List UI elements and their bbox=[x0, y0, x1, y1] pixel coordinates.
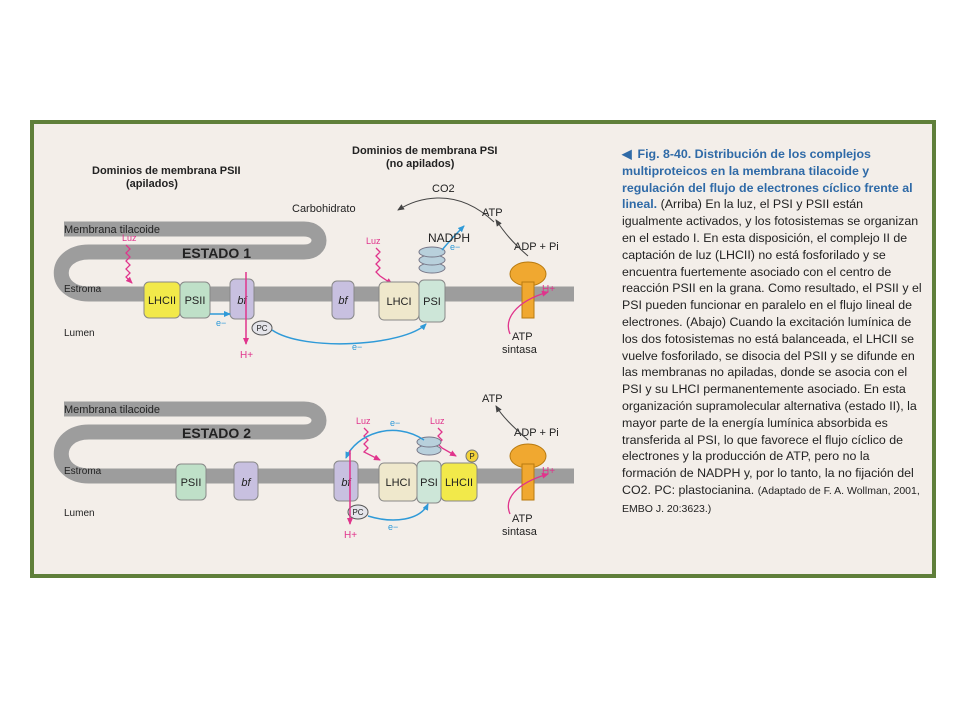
state-1-panel: Dominios de membrana PSII (apilados) Dom… bbox=[53, 145, 574, 361]
atp-sintasa-label: ATP bbox=[512, 331, 533, 343]
thylakoid-diagram: Dominios de membrana PSII (apilados) Dom… bbox=[53, 145, 574, 541]
psii-domains-sub: (apilados) bbox=[126, 178, 178, 190]
psii-complex bbox=[179, 281, 211, 319]
psi-domains-title: Dominios de membrana PSI bbox=[352, 145, 497, 157]
pc-label: PC bbox=[256, 324, 267, 333]
caption-arrow-icon: ◀ bbox=[622, 147, 632, 161]
thylakoid-membrane bbox=[53, 221, 574, 302]
atp-label: ATP bbox=[482, 393, 503, 405]
pc-label: PC bbox=[352, 508, 363, 517]
stroma-label: Estroma bbox=[64, 284, 102, 295]
light-arrow bbox=[375, 247, 393, 285]
lhci-label: LHCI bbox=[385, 477, 410, 489]
lhcii-label: LHCII bbox=[148, 295, 176, 307]
plastocyanin bbox=[251, 320, 273, 336]
light-arrow bbox=[437, 427, 457, 457]
atp-label: ATP bbox=[482, 207, 503, 219]
figure-frame: Dominios de membrana PSII (apilados) Dom… bbox=[30, 120, 936, 578]
proton-label: H+ bbox=[240, 350, 253, 361]
phosphate-label: P bbox=[469, 452, 474, 461]
psi-complex bbox=[418, 279, 446, 323]
light-arrow bbox=[362, 427, 381, 461]
lumen-label: Lumen bbox=[64, 508, 95, 519]
luz-label: Luz bbox=[430, 416, 445, 426]
psi-label: PSI bbox=[423, 296, 441, 308]
plastocyanin bbox=[347, 504, 369, 520]
phosphate-tag bbox=[465, 449, 479, 463]
adp-label: ADP + Pi bbox=[514, 241, 559, 253]
state-title: ESTADO 2 bbox=[182, 425, 251, 441]
electron-arrow bbox=[367, 503, 429, 521]
proton-label: H+ bbox=[542, 466, 555, 477]
electron-arrow bbox=[271, 323, 427, 345]
luz-label: Luz bbox=[366, 236, 381, 246]
electron-arrow bbox=[345, 429, 425, 459]
psii-domains-title: Dominios de membrana PSII bbox=[92, 165, 241, 177]
nadph-label: NADPH bbox=[428, 231, 470, 245]
psi-domains-sub: (no apilados) bbox=[386, 158, 455, 170]
state-title: ESTADO 1 bbox=[182, 245, 251, 261]
figure-caption: ◀Fig. 8-40. Distribución de los complejo… bbox=[622, 146, 922, 518]
carbohidrato-label: Carbohidrato bbox=[292, 203, 356, 215]
electron-arrow bbox=[441, 225, 465, 251]
membrane-label: Membrana tilacoide bbox=[64, 224, 160, 236]
electron-label: e− bbox=[390, 418, 400, 428]
electron-label: e− bbox=[388, 522, 398, 532]
calvin-arrow bbox=[397, 197, 495, 223]
lhci-label: LHCI bbox=[386, 296, 411, 308]
lumen-label: Lumen bbox=[64, 328, 95, 339]
luz-label: Luz bbox=[122, 233, 137, 243]
state-2-panel: Membrana tilacoide ESTADO 2 Estroma Lume… bbox=[53, 393, 574, 541]
luz-label: Luz bbox=[356, 416, 371, 426]
atp-sintasa-label: ATP bbox=[512, 513, 533, 525]
psii-complex bbox=[175, 463, 207, 501]
lhcii-complex bbox=[440, 462, 478, 502]
electron-label: e− bbox=[216, 318, 226, 328]
membrane-label: Membrana tilacoide bbox=[64, 404, 160, 416]
atp-sintasa-label: sintasa bbox=[502, 526, 538, 538]
thylakoid-membrane bbox=[53, 401, 574, 484]
co2-label: CO2 bbox=[432, 183, 455, 195]
bf-complex bbox=[233, 461, 259, 501]
atp-synthase bbox=[509, 443, 547, 501]
proton-arrow bbox=[507, 472, 549, 515]
bf-complex bbox=[331, 280, 355, 320]
stroma-label: Estroma bbox=[64, 466, 102, 477]
atp-synthase bbox=[509, 261, 547, 319]
proton-arrow bbox=[507, 290, 549, 335]
bf-complex bbox=[229, 278, 255, 320]
atp-arrow bbox=[495, 405, 529, 441]
atp-sintasa-label: sintasa bbox=[502, 344, 538, 356]
bf-label: bf bbox=[341, 477, 351, 489]
electron-label: e− bbox=[450, 242, 460, 252]
caption-source: (Adaptado de F. A. Wollman, 2001, EMBO J… bbox=[622, 484, 920, 515]
bf-label: bf bbox=[338, 295, 348, 307]
light-arrow bbox=[125, 244, 133, 284]
bf-label: bf bbox=[237, 295, 247, 307]
proton-label: H+ bbox=[344, 530, 357, 541]
proton-label: H+ bbox=[542, 284, 555, 295]
bf-complex bbox=[333, 460, 359, 502]
adp-label: ADP + Pi bbox=[514, 427, 559, 439]
atp-arrow bbox=[495, 219, 529, 257]
ferredoxin-disc bbox=[418, 246, 446, 258]
bf-label: bf bbox=[241, 477, 251, 489]
electron-label: e− bbox=[352, 342, 362, 352]
caption-lead: Fig. 8-40. Distribución de los complejos… bbox=[622, 147, 913, 212]
psii-label: PSII bbox=[181, 477, 202, 489]
caption-body: (Arriba) En la luz, el PSI y PSII están … bbox=[622, 197, 922, 497]
psii-label: PSII bbox=[185, 295, 206, 307]
psi-label: PSI bbox=[420, 477, 438, 489]
lhcii-label: LHCII bbox=[445, 477, 473, 489]
